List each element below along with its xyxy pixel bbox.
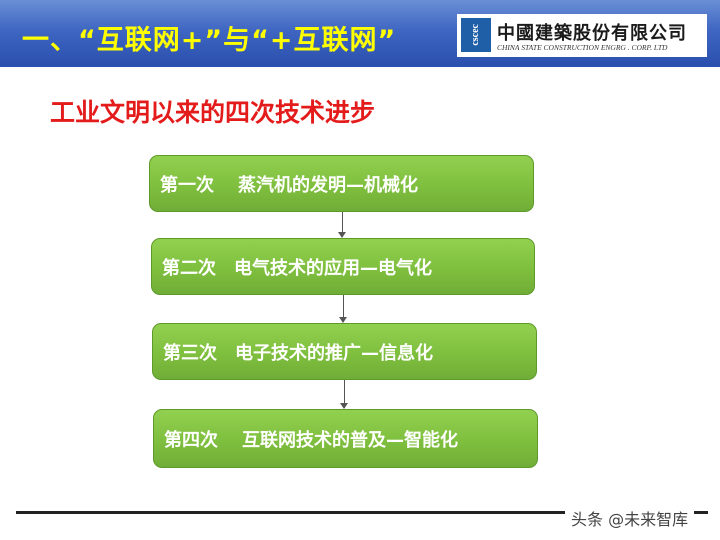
footer-divider [16, 511, 708, 514]
step-description: 电子技术的推广—信息化 [235, 342, 433, 364]
arrow-down-icon [339, 295, 347, 323]
logo-english-name: CHINA STATE CONSTRUCTION ENGRG . CORP. L… [497, 43, 668, 52]
step-order: 第四次 [164, 429, 218, 451]
logo-chinese-name: 中國建築股份有限公司 [497, 23, 687, 44]
cscec-logo-icon: cscec [461, 18, 491, 52]
step-description: 电气技术的应用—电气化 [234, 257, 432, 279]
step-order: 第二次 [162, 257, 216, 279]
header-bar: 一、“互联网+”与“+互联网” cscec 中國建築股份有限公司 CHINA S… [0, 0, 720, 67]
company-logo: cscec 中國建築股份有限公司 CHINA STATE CONSTRUCTIO… [457, 14, 707, 57]
step-box-1: 第一次 蒸汽机的发明—机械化 [149, 155, 534, 212]
arrow-down-icon [338, 212, 346, 238]
arrow-down-icon [340, 380, 348, 409]
step-order: 第一次 [160, 174, 214, 196]
step-box-2: 第二次 电气技术的应用—电气化 [151, 238, 535, 295]
step-description: 蒸汽机的发明—机械化 [238, 174, 418, 196]
watermark-text: 头条 @未来智库 [565, 504, 695, 532]
step-box-3: 第三次 电子技术的推广—信息化 [152, 323, 537, 380]
step-description: 互联网技术的普及—智能化 [242, 429, 458, 451]
section-heading: 工业文明以来的四次技术进步 [50, 98, 376, 127]
page-title: 一、“互联网+”与“+互联网” [22, 25, 397, 56]
logo-mark-text: cscec [470, 24, 481, 46]
step-order: 第三次 [163, 342, 217, 364]
step-box-4: 第四次 互联网技术的普及—智能化 [153, 409, 538, 468]
